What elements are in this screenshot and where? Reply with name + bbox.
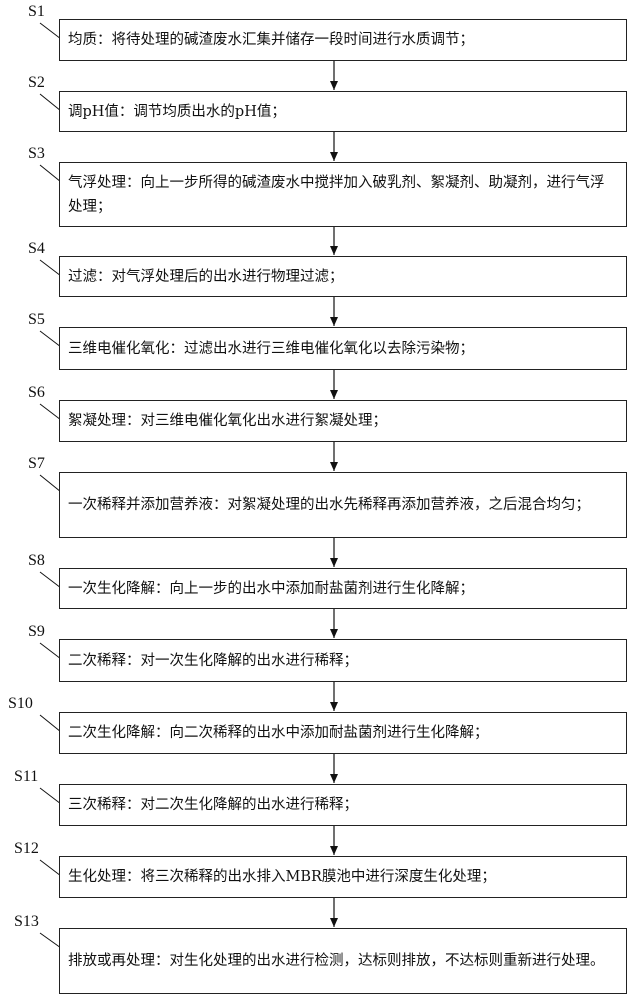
step-box-s2: 调pH值：调节均质出水的pH值； xyxy=(59,91,627,132)
label-leader-s10 xyxy=(39,714,62,733)
label-leader-s2 xyxy=(39,93,62,112)
step-box-s5: 三维电催化氧化：过滤出水进行三维电催化氧化以去除污染物； xyxy=(59,327,627,370)
step-label-s5: S5 xyxy=(28,311,45,328)
step-label-s4: S4 xyxy=(28,240,45,257)
step-text-s6: 絮凝处理：对三维电催化氧化出水进行絮凝处理； xyxy=(68,413,387,429)
step-label-s8: S8 xyxy=(28,552,45,569)
label-leader-s9 xyxy=(39,642,62,660)
step-label-s7: S7 xyxy=(28,455,45,472)
label-leader-s13 xyxy=(39,932,62,949)
step-box-s7: 一次稀释并添加营养液：对絮凝处理的出水先稀释再添加营养液，之后混合均匀； xyxy=(59,472,627,538)
step-label-s12: S12 xyxy=(14,840,39,857)
label-leader-s3 xyxy=(39,164,62,183)
label-leader-s7 xyxy=(39,474,62,493)
step-text-s11: 三次稀释：对二次生化降解的出水进行稀释； xyxy=(68,797,358,813)
step-text-s7: 一次稀释并添加营养液：对絮凝处理的出水先稀释再添加营养液，之后混合均匀； xyxy=(68,497,590,513)
label-leader-s5 xyxy=(39,330,62,348)
label-leader-s11 xyxy=(39,787,62,805)
step-label-s1: S1 xyxy=(28,3,45,20)
step-text-s12: 生化处理：将三次稀释的出水排入MBR膜池中进行深度生化处理； xyxy=(68,869,496,885)
step-box-s4: 过滤：对气浮处理后的出水进行物理过滤； xyxy=(59,256,627,297)
step-box-s1: 均质：将待处理的碱渣废水汇集并储存一段时间进行水质调节； xyxy=(59,19,627,61)
step-label-s2: S2 xyxy=(28,74,45,91)
step-text-s4: 过滤：对气浮处理后的出水进行物理过滤； xyxy=(68,268,344,285)
label-leader-s1 xyxy=(39,22,62,40)
label-leader-s8 xyxy=(39,571,62,589)
step-text-s9: 二次稀释：对一次生化降解的出水进行稀释； xyxy=(68,652,358,669)
step-text-s13: 排放或再处理：对生化处理的出水进行检测，达标则排放，不达标则重新进行处理。 xyxy=(68,953,605,969)
step-label-s13: S13 xyxy=(14,913,39,930)
step-box-s13: 排放或再处理：对生化处理的出水进行检测，达标则排放，不达标则重新进行处理。 xyxy=(59,928,627,994)
label-leader-s6 xyxy=(39,403,62,421)
step-label-s9: S9 xyxy=(28,623,45,640)
step-box-s8: 一次生化降解：向上一步的出水中添加耐盐菌剂进行生化降解； xyxy=(59,568,627,609)
step-text-s10: 二次生化降解：向二次稀释的出水中添加耐盐菌剂进行生化降解； xyxy=(68,725,489,741)
step-box-s9: 二次稀释：对一次生化降解的出水进行稀释； xyxy=(59,639,627,682)
step-text-s2: 调pH值：调节均质出水的pH值； xyxy=(68,103,286,120)
step-box-s3: 气浮处理：向上一步所得的碱渣废水中搅拌加入破乳剂、絮凝剂、助凝剂，进行气浮处理； xyxy=(59,162,627,227)
step-label-s11: S11 xyxy=(14,768,39,785)
step-text-s5: 三维电催化氧化：过滤出水进行三维电催化氧化以去除污染物； xyxy=(68,340,474,357)
step-box-s10: 二次生化降解：向二次稀释的出水中添加耐盐菌剂进行生化降解； xyxy=(59,712,627,754)
step-text-s3: 气浮处理：向上一步所得的碱渣废水中搅拌加入破乳剂、絮凝剂、助凝剂，进行气浮处理； xyxy=(68,174,605,215)
label-leader-s12 xyxy=(39,859,62,877)
step-text-s1: 均质：将待处理的碱渣废水汇集并储存一段时间进行水质调节； xyxy=(68,32,474,48)
step-box-s6: 絮凝处理：对三维电催化氧化出水进行絮凝处理； xyxy=(59,400,627,442)
label-leader-s4 xyxy=(39,259,62,277)
step-label-s10: S10 xyxy=(8,695,33,712)
step-label-s3: S3 xyxy=(28,145,45,162)
step-box-s11: 三次稀释：对二次生化降解的出水进行稀释； xyxy=(59,784,627,826)
step-text-s8: 一次生化降解：向上一步的出水中添加耐盐菌剂进行生化降解； xyxy=(68,580,474,597)
step-box-s12: 生化处理：将三次稀释的出水排入MBR膜池中进行深度生化处理； xyxy=(59,856,627,898)
step-label-s6: S6 xyxy=(28,384,45,401)
